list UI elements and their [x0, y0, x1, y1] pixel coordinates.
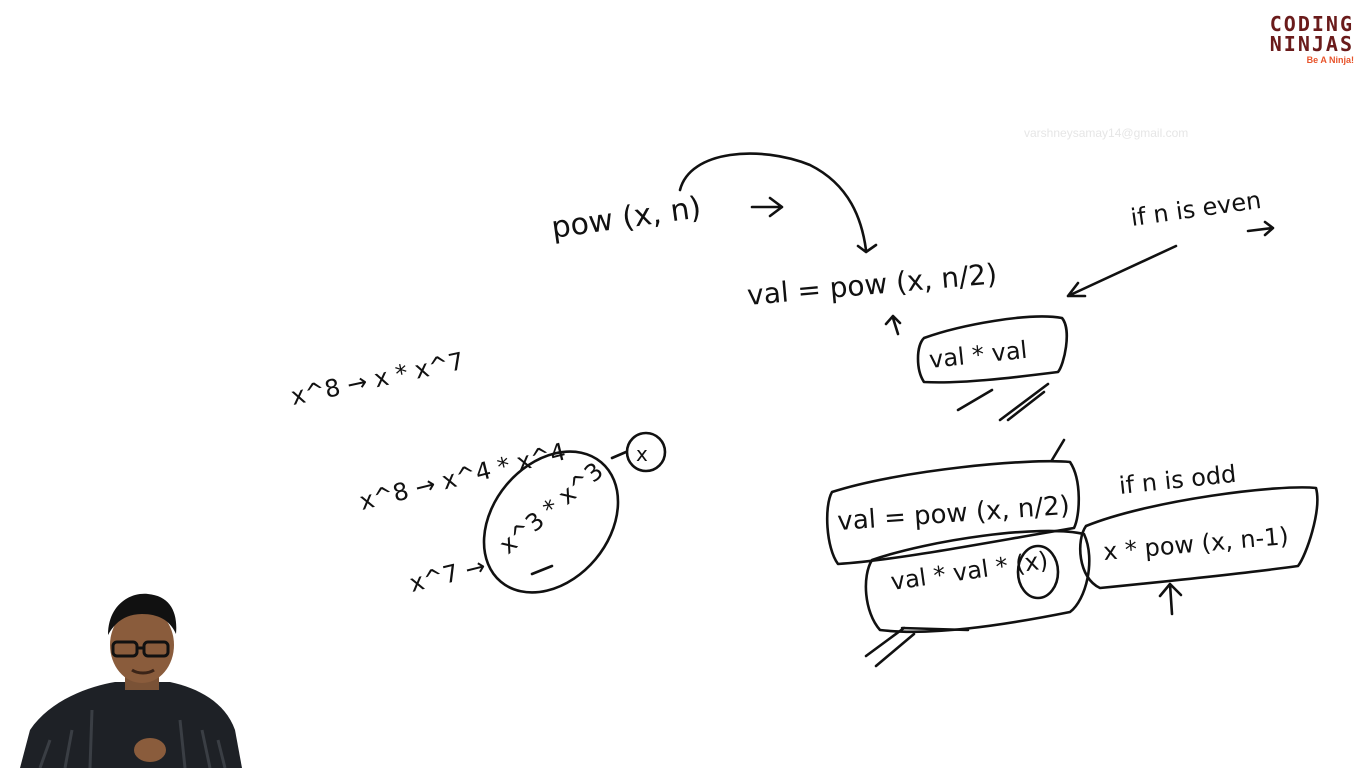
- note-val-assign-text: val = pow (x, n/2): [746, 257, 999, 312]
- note-x7: x^7 →: [407, 552, 489, 598]
- presenter-webcam: [20, 593, 242, 768]
- logo-tagline: Be A Ninja!: [1306, 55, 1354, 65]
- coding-ninjas-logo: CODING NINJAS Be A Ninja!: [1244, 12, 1354, 65]
- note-x8-eq1-text: x^8 → x * x^7: [288, 347, 466, 411]
- note-pow-call-text: pow (x, n): [549, 190, 703, 246]
- note-x-pow-odd-text: x * pow (x, n-1): [1102, 522, 1290, 566]
- note-x-circled-text: x: [636, 442, 648, 466]
- note-val-assign: val = pow (x, n/2): [746, 257, 999, 336]
- note-pow-call: pow (x, n): [549, 152, 878, 254]
- note-if-even: if n is even: [1066, 186, 1275, 298]
- note-x7-text: x^7 →: [407, 552, 489, 598]
- note-if-even-text: if n is even: [1129, 186, 1263, 232]
- email-watermark: varshneysamay14@gmail.com: [1024, 126, 1189, 140]
- note-val-times-val-text: val * val: [928, 336, 1029, 374]
- note-x-pow-odd: x * pow (x, n-1): [1078, 486, 1319, 616]
- logo-line2: NINJAS: [1269, 32, 1354, 56]
- logo-line1: CODING: [1269, 12, 1354, 36]
- note-val-times-val: val * val: [916, 315, 1069, 422]
- note-val-val-x: val * val * (x): [864, 529, 1091, 668]
- note-val-val-x-text: val * val * (x): [889, 546, 1050, 596]
- note-x8-eq1: x^8 → x * x^7: [288, 347, 466, 411]
